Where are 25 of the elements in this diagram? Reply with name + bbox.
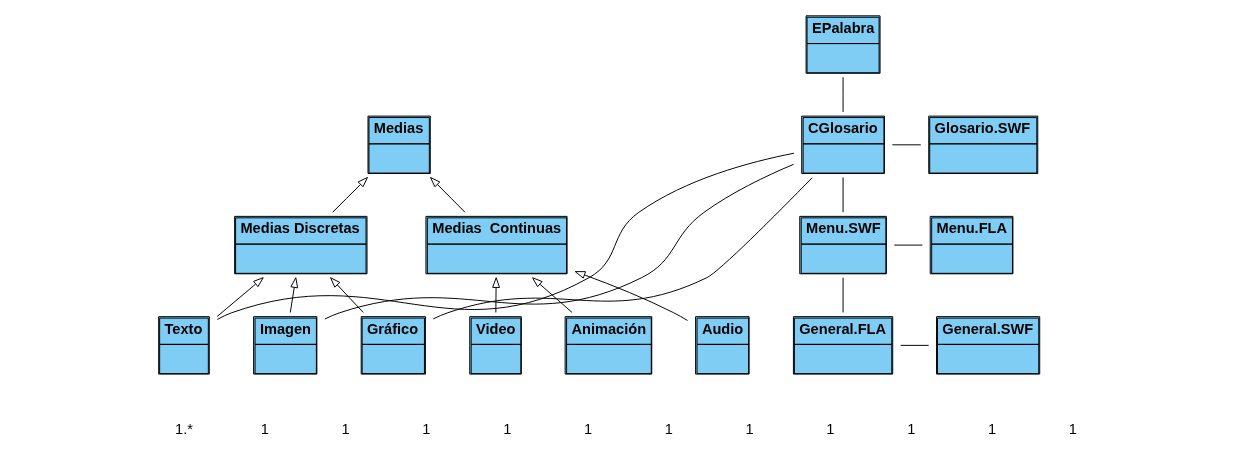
label: 1 <box>825 420 834 437</box>
arrow <box>574 271 688 321</box>
arrow <box>216 277 264 317</box>
arrow <box>331 176 368 213</box>
connector <box>216 152 794 320</box>
connector <box>899 344 929 346</box>
label: 1.* <box>174 420 193 437</box>
label: 1 <box>906 420 915 437</box>
label: 1 <box>502 420 511 437</box>
label: 1 <box>745 420 754 437</box>
label: 1 <box>987 420 996 437</box>
label: 1 <box>1068 420 1077 437</box>
arrow <box>289 277 298 313</box>
arrow <box>531 277 573 313</box>
connector <box>323 163 794 320</box>
connector <box>891 144 921 146</box>
label: 1 <box>260 420 269 437</box>
arrow <box>329 277 364 313</box>
arrow <box>429 176 465 213</box>
connector <box>432 177 813 320</box>
label: 1 <box>664 420 673 437</box>
arrow <box>491 277 500 313</box>
label: 1 <box>583 420 592 437</box>
label: 1 <box>341 420 350 437</box>
label: 1 <box>421 420 430 437</box>
